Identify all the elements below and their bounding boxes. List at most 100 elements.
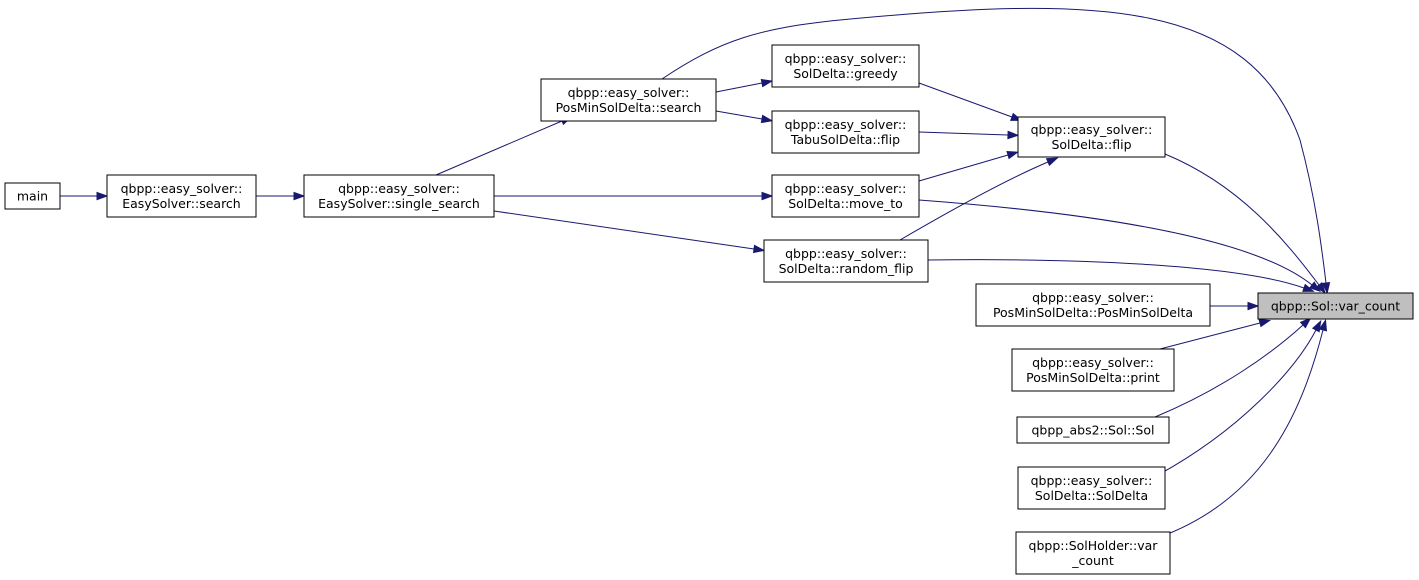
edge-pm_search-to-tabu_flip <box>715 110 774 124</box>
node-label-line: PosMinSolDelta::print <box>1026 370 1160 385</box>
edge-line <box>1159 322 1261 350</box>
node-label-line: qbpp::easy_solver:: <box>121 181 243 196</box>
edge-sd_moveto-to-var_count <box>918 199 1322 293</box>
node-label-line: qbpp::easy_solver:: <box>785 246 907 261</box>
edge-pm_search-to-sd_greedy <box>715 78 774 93</box>
node-sd-random[interactable]: qbpp::easy_solver::SolDelta::random_flip <box>763 239 929 283</box>
node-label-line: qbpp::easy_solver:: <box>1032 290 1154 305</box>
edge-es_single-to-pm_search <box>435 116 573 176</box>
node-label-line: qbpp::Sol::var_count <box>1271 299 1400 314</box>
arrowhead <box>1315 281 1326 295</box>
node-pm-print[interactable]: qbpp::easy_solver::PosMinSolDelta::print <box>1011 348 1175 392</box>
edge-pm_search-to-var_count <box>661 7 1331 295</box>
edge-line <box>918 199 1313 286</box>
node-label-line: qbpp::easy_solver:: <box>785 117 907 132</box>
node-box <box>540 78 717 122</box>
arrowhead <box>1299 317 1312 329</box>
node-label-line: qbpp::easy_solver:: <box>1032 355 1154 370</box>
edge-line <box>1157 329 1317 476</box>
node-label-line: qbpp::easy_solver:: <box>568 85 690 100</box>
node-pm-search[interactable]: qbpp::easy_solver::PosMinSolDelta::searc… <box>540 78 717 122</box>
node-holder[interactable]: qbpp::SolHolder::var_count <box>1015 531 1171 575</box>
node-label-line: _count <box>1071 553 1114 568</box>
node-label-line: qbpp::easy_solver:: <box>1031 473 1153 488</box>
node-box <box>771 44 920 88</box>
node-pm-ctor[interactable]: qbpp::easy_solver::PosMinSolDelta::PosMi… <box>975 283 1211 327</box>
node-box <box>1257 292 1414 320</box>
arrowhead <box>1247 301 1260 311</box>
node-label-line: qbpp::easy_solver:: <box>1031 122 1153 137</box>
edge-pm_ctor-to-var_count <box>1210 301 1260 311</box>
node-var-count[interactable]: qbpp::Sol::var_count <box>1257 292 1414 320</box>
edge-sd_flip-to-var_count <box>1164 153 1326 295</box>
edge-line <box>661 7 1327 284</box>
node-box <box>1015 531 1171 575</box>
edge-line <box>918 82 1013 118</box>
arrowhead <box>293 191 306 201</box>
node-label-line: SolDelta::flip <box>1051 137 1131 152</box>
arrowhead <box>1045 157 1059 167</box>
node-label-line: TabuSolDelta::flip <box>790 132 900 147</box>
edge-line <box>493 210 755 250</box>
node-box <box>303 174 495 218</box>
node-main[interactable]: main <box>4 182 61 210</box>
edge-line <box>435 120 563 176</box>
edge-tabu_flip-to-sd_flip <box>918 130 1020 140</box>
node-label-line: SolDelta::move_to <box>788 196 903 211</box>
edge-sd_greedy-to-sd_flip <box>918 82 1023 121</box>
edge-line <box>1154 324 1304 418</box>
edges-layer <box>60 7 1331 538</box>
node-label-line: SolDelta::random_flip <box>779 261 914 276</box>
arrowhead <box>1006 151 1020 160</box>
node-box <box>1017 116 1166 158</box>
edge-main-to-es_search <box>60 191 109 201</box>
node-label-line: qbpp::SolHolder::var <box>1029 538 1159 553</box>
node-label-line: qbpp_abs2::Sol::Sol <box>1031 423 1154 438</box>
node-box <box>771 174 920 218</box>
node-box <box>1017 466 1166 510</box>
node-box <box>1016 416 1170 444</box>
edge-line <box>918 131 1009 136</box>
edge-es_search-to-es_single <box>256 191 306 201</box>
edge-pm_print-to-var_count <box>1159 318 1272 350</box>
arrowhead <box>1318 318 1328 332</box>
node-box <box>4 182 61 210</box>
arrowhead <box>760 78 774 88</box>
edge-sd_moveto-to-sd_flip <box>918 151 1020 182</box>
edge-line <box>918 154 1009 182</box>
node-es-single[interactable]: qbpp::easy_solver::EasySolver::single_se… <box>303 174 495 218</box>
node-label-line: SolDelta::SolDelta <box>1035 488 1148 503</box>
node-sd-greedy[interactable]: qbpp::easy_solver::SolDelta::greedy <box>771 44 920 88</box>
node-box <box>106 174 257 218</box>
arrowhead <box>1308 281 1322 293</box>
node-label-line: PosMinSolDelta::search <box>556 100 702 115</box>
arrowhead <box>1007 130 1020 140</box>
node-sd-moveto[interactable]: qbpp::easy_solver::SolDelta::move_to <box>771 174 920 218</box>
node-label-line: main <box>17 189 48 204</box>
arrowhead <box>1311 319 1322 333</box>
node-sd-flip[interactable]: qbpp::easy_solver::SolDelta::flip <box>1017 116 1166 158</box>
node-es-search[interactable]: qbpp::easy_solver::EasySolver::search <box>106 174 257 218</box>
edge-line <box>715 82 763 93</box>
edge-sd_random-to-var_count <box>927 259 1315 292</box>
edge-es_single-to-sd_moveto <box>494 191 774 201</box>
node-label-line: qbpp::easy_solver:: <box>785 181 907 196</box>
edge-es_single-to-sd_random <box>493 210 766 254</box>
arrowhead <box>752 244 766 254</box>
edge-line <box>1164 153 1320 286</box>
node-label-line: EasySolver::single_search <box>318 196 480 211</box>
node-abs2-sol[interactable]: qbpp_abs2::Sol::Sol <box>1016 416 1170 444</box>
arrowhead <box>1302 283 1315 292</box>
node-tabu-flip[interactable]: qbpp::easy_solver::TabuSolDelta::flip <box>771 110 920 154</box>
node-label-line: qbpp::easy_solver:: <box>785 51 907 66</box>
edge-holder-to-var_count <box>1159 318 1328 538</box>
node-box <box>1011 348 1175 392</box>
edge-line <box>899 161 1049 241</box>
edge-line <box>715 110 763 120</box>
nodes-layer: main qbpp::easy_solver::EasySolver::searc… <box>4 44 1414 575</box>
node-sd-ctor[interactable]: qbpp::easy_solver::SolDelta::SolDelta <box>1017 466 1166 510</box>
edge-sd_ctor-to-var_count <box>1157 319 1322 476</box>
edge-abs2_sol-to-var_count <box>1154 317 1312 418</box>
node-label-line: qbpp::easy_solver:: <box>338 181 460 196</box>
